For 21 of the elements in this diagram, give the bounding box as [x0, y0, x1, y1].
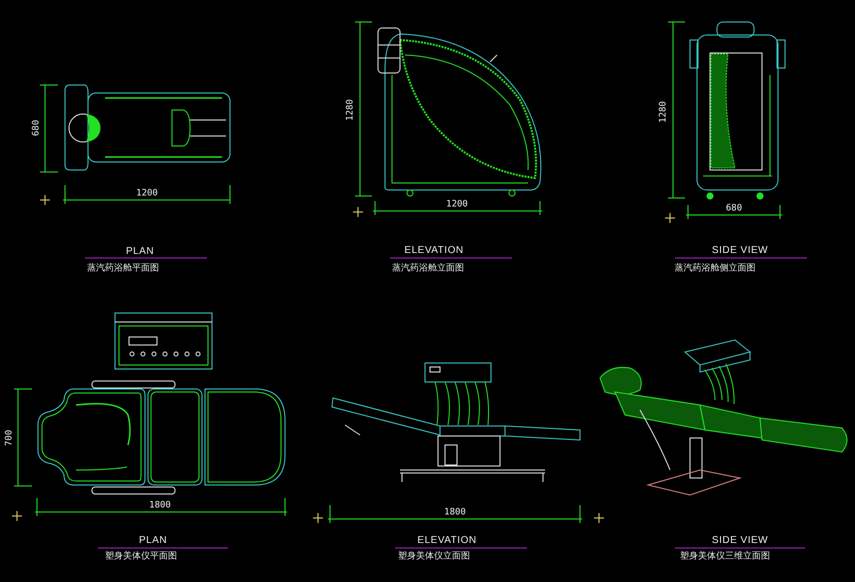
dimension-label: 1280: [660, 101, 668, 123]
view-title: ELEVATION: [404, 246, 464, 256]
drawing-caption: 塑身美体仪三维立面图: [680, 552, 770, 562]
dimension-label: 680: [726, 204, 742, 214]
view-title: SIDE VIEW: [712, 536, 768, 546]
dimension-label: 1800: [149, 502, 171, 510]
dimension-label: 1800: [444, 508, 466, 518]
dimension-label: 1200: [446, 200, 468, 210]
dimension-label: 700: [6, 430, 14, 446]
drawing-caption: 蒸汽药浴舱侧立面图: [674, 264, 756, 274]
drawing-caption: 塑身美体仪平面图: [105, 552, 177, 562]
view-title: ELEVATION: [417, 536, 477, 546]
view-title: PLAN: [138, 536, 168, 546]
drawing-caption: 塑身美体仪立面图: [398, 552, 470, 562]
dimension-label: 680: [32, 120, 42, 136]
view-title: PLAN: [126, 247, 154, 257]
dimension-label: 1280: [346, 99, 356, 121]
drawing-caption: 蒸汽药浴舱立面图: [392, 264, 464, 274]
drawing-caption: 蒸汽药浴舱平面图: [87, 264, 159, 274]
dimension-label: 1200: [136, 190, 158, 198]
view-title: SIDE VIEW: [712, 246, 768, 256]
